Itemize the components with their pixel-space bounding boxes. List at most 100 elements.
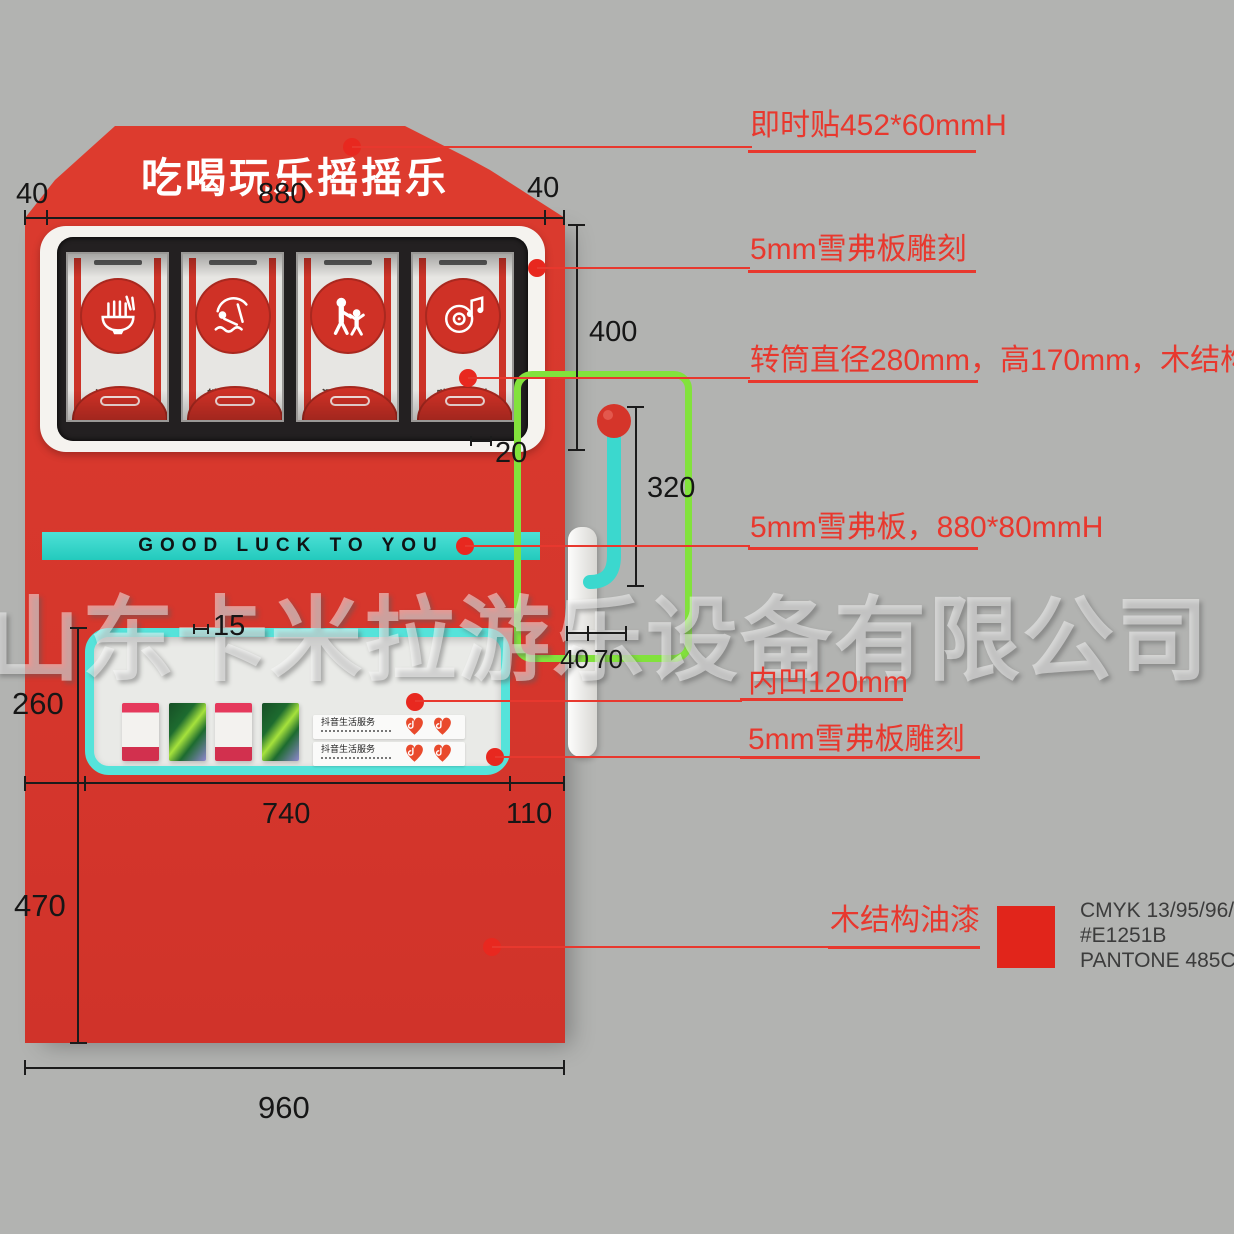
reel-stripe <box>74 258 81 416</box>
paint-spec-hex: #E1251B <box>1080 924 1167 947</box>
dim-740: 740 <box>262 798 311 830</box>
dim-tick <box>490 436 492 446</box>
dim-tick <box>625 626 627 641</box>
callout-underline <box>748 150 976 153</box>
reel-stripe <box>269 258 276 416</box>
dim-tick <box>509 776 511 791</box>
callout-board-banner: 5mm雪弗板，880*80mmH <box>750 511 1104 544</box>
dim-320: 320 <box>647 472 696 504</box>
noodle-bowl-icon <box>100 295 135 335</box>
dim-top-right-40: 40 <box>527 172 560 204</box>
callout-leader <box>468 377 750 379</box>
reel-4: 嗨玩派对 <box>411 252 514 422</box>
reel-1: 心动美味 <box>66 252 169 422</box>
dim-line-window-height <box>576 225 578 451</box>
dim-tick <box>563 776 565 791</box>
dim-tick <box>568 449 585 451</box>
coupon-strip-dots <box>321 757 391 759</box>
callout-leader <box>352 146 752 148</box>
douyin-heart-icon <box>434 717 451 735</box>
reel-symbol-circle <box>194 278 271 354</box>
reel-next-symbol-arc <box>301 386 397 420</box>
callout-leader <box>495 756 742 758</box>
reel-symbol-circle <box>309 278 386 354</box>
callout-underline <box>740 698 903 701</box>
dim-tick <box>207 624 209 634</box>
callout-dot <box>406 693 424 711</box>
dim-470: 470 <box>14 888 66 923</box>
company-watermark: 山东卡米拉游乐设备有限公司 <box>0 590 1211 692</box>
callout-leader <box>465 545 750 547</box>
dim-tick <box>470 436 472 446</box>
dim-top-left-40: 40 <box>16 178 49 210</box>
dim-tick <box>84 776 86 791</box>
callout-paint: 木结构油漆 <box>830 904 980 937</box>
dim-line-top-width <box>25 217 565 219</box>
dim-line-inset <box>193 628 209 630</box>
callout-drum: 转筒直径280mm，高170mm，木结构 <box>750 344 1234 377</box>
dim-line-lever-offset <box>566 632 626 634</box>
callout-leader <box>492 946 830 948</box>
paint-color-swatch <box>997 906 1055 968</box>
dim-tick <box>563 1060 565 1075</box>
callout-board-engrave-top: 5mm雪弗板雕刻 <box>750 233 967 266</box>
reel-stripe <box>419 258 426 416</box>
coupon-strip-label: 抖音生活服务 <box>321 717 376 727</box>
dim-tick <box>193 624 195 634</box>
prize-box-red <box>122 703 159 761</box>
dim-tick <box>587 626 589 641</box>
dim-line-lower-height <box>77 783 79 1043</box>
paint-spec-pantone: PANTONE 485C <box>1080 949 1234 972</box>
marquee-title: 吃喝玩乐摇摇乐 <box>141 155 449 201</box>
lever-zone-highlight <box>514 371 692 662</box>
callout-recess: 内凹120mm <box>748 666 909 699</box>
dim-line-gap <box>470 440 492 442</box>
callout-underline <box>828 946 980 949</box>
dim-40: 40 <box>560 644 589 674</box>
dim-top-880: 880 <box>258 178 307 210</box>
dim-400: 400 <box>589 316 638 348</box>
dim-70: 70 <box>594 644 623 674</box>
dim-960: 960 <box>258 1090 310 1125</box>
reel-microtext-bar <box>438 260 487 265</box>
dim-tick <box>24 210 26 225</box>
lever-arm <box>583 404 631 589</box>
reel-stripe <box>384 258 391 416</box>
dim-tick <box>568 224 585 226</box>
paint-spec-cmyk: CMYK 13/95/96/0 <box>1080 899 1234 922</box>
coupon-strip-label: 抖音生活服务 <box>321 744 376 754</box>
dim-tick <box>566 626 568 641</box>
prize-box-green <box>169 703 206 761</box>
callout-underline <box>748 380 978 383</box>
dim-110: 110 <box>506 798 553 830</box>
dim-line-recess-height <box>77 628 79 783</box>
reel-3: 沉浸乐园 <box>296 252 399 422</box>
dim-tick <box>70 627 87 629</box>
callout-underline <box>740 756 980 759</box>
reel-symbol-circle <box>424 278 501 354</box>
douyin-heart-icon <box>406 717 423 735</box>
reel-stripe <box>189 258 196 416</box>
reel-microtext-bar <box>93 260 142 265</box>
dim-tick <box>563 210 565 225</box>
reel-stripe <box>154 258 161 416</box>
lever-mount-bar <box>568 527 597 757</box>
dim-line-lever-height <box>635 407 637 587</box>
dim-tick <box>46 210 48 225</box>
reel-microtext-bar <box>208 260 257 265</box>
dim-tick <box>627 406 644 408</box>
reel-stripe <box>499 258 506 416</box>
dim-tick <box>24 1060 26 1075</box>
family-icon <box>333 297 365 336</box>
callout-board-engrave-bottom: 5mm雪弗板雕刻 <box>748 723 965 756</box>
callout-underline <box>748 547 978 550</box>
music-disc-icon <box>444 296 483 334</box>
paint-spec-text: CMYK 13/95/96/0 #E1251B PANTONE 485C <box>1080 898 1234 973</box>
prize-box-green <box>262 703 299 761</box>
dim-line-base-width <box>25 1067 565 1069</box>
reel-stripe <box>304 258 311 416</box>
callout-underline <box>748 270 976 273</box>
dim-20: 20 <box>495 437 528 469</box>
dim-tick <box>24 776 26 791</box>
